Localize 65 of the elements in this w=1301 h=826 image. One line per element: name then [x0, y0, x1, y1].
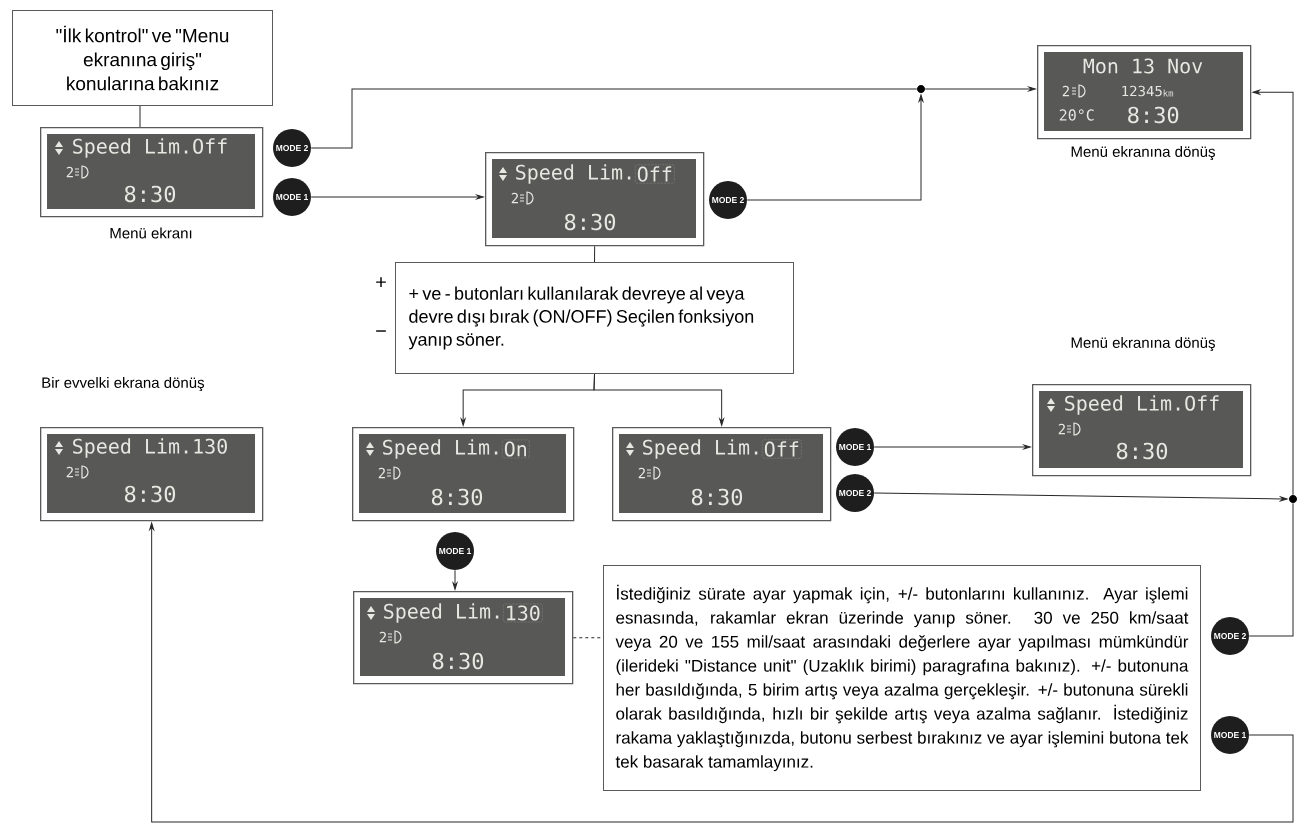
mode-button: MODE 2: [273, 129, 311, 167]
mode-button: MODE 1: [1211, 716, 1249, 754]
text-box: İstediğiniz sürate ayar yapmak için, +/- butonlarını kullanınız. Ayar işlemi esnasında, rakamlar ekran üzerinde yanıp söner. 30 ve 250 km/saat veya 20 ve 155 mil/saat arasındaki değerlere ayar yapılması mümkündür (ilerideki "Distance unit" (Uzaklık birimi) paragrafına bakınız). +/- butonuna her basıldığında, 5 birim artış veya azalma gerçekleşir. +/- butonuna sürekli olarak basıldığında, hızlı bir şekilde artış veya azalma sağlanır. İstediğiniz rakama yaklaştığınızda, butonu serbest bırakınız ve ayar işlemini butona tek tek basarak tamamlayınız.: [603, 565, 1201, 791]
display-text: 2: [66, 466, 73, 478]
mode-button: MODE 2: [709, 181, 747, 219]
display-text: Speed Lim.Off: [1065, 395, 1219, 415]
note-box: "İlk kontrol" ve "Menu ekranına giriş" konularına bakınız: [12, 10, 273, 106]
lcd-display: [352, 427, 575, 522]
display-text: 8:30: [1128, 106, 1179, 124]
screen-caption: Menü ekranına dönüş: [1071, 145, 1215, 160]
display-text: 2: [638, 467, 645, 479]
arrow: [452, 569, 458, 590]
display-text: 12345: [1122, 85, 1162, 97]
mode-button: MODE 1: [836, 428, 874, 466]
minus-sign: −: [376, 330, 386, 332]
plus-sign: +: [376, 277, 386, 287]
display-text: 2: [66, 166, 73, 178]
display-text: 2: [1062, 85, 1069, 97]
mode-button: MODE 1: [436, 532, 474, 570]
display-text: Speed Lim.: [384, 603, 499, 623]
display-text: 2: [1058, 423, 1065, 435]
blinking-value: On: [502, 439, 530, 459]
display-text: 8:30: [1116, 442, 1168, 460]
blinking-value: Off: [762, 439, 802, 459]
display-text: 2: [511, 192, 518, 204]
connector-line: [139, 105, 141, 128]
display-text: Speed Lim.: [516, 164, 631, 184]
blinking-value: 130: [503, 603, 543, 623]
display-text: km: [1163, 89, 1174, 97]
arrow: [1252, 89, 1294, 496]
display-text: 2: [379, 631, 386, 643]
display-text: 20°C: [1059, 109, 1094, 121]
display-text: 2: [378, 467, 385, 479]
display-text: 8:30: [691, 488, 743, 506]
mode-button: MODE 2: [836, 474, 874, 512]
display-text: Speed Lim.: [383, 439, 498, 459]
display-text: Speed Lim.: [643, 439, 758, 459]
screen-caption: Menü ekranına dönüş: [1071, 336, 1215, 351]
arrow: [310, 194, 484, 200]
mode-button: MODE 1: [273, 178, 311, 216]
lcd-display: [485, 152, 705, 247]
lcd-display: [353, 591, 574, 685]
connector-line: [594, 245, 596, 263]
arrow: [873, 444, 1031, 450]
screen-caption: Menü ekranı: [110, 227, 192, 239]
display-text: 8:30: [124, 185, 176, 203]
arrow: [593, 373, 725, 426]
display-text: 8:30: [432, 652, 484, 670]
connector-line: [1248, 502, 1294, 637]
display-text: Speed Lim.Off: [73, 138, 227, 158]
arrow: [873, 492, 1288, 502]
blinking-value: Off: [635, 164, 675, 184]
mode-button: MODE 2: [1211, 617, 1249, 655]
display-text: Mon 13 Nov: [1083, 58, 1203, 74]
arrow: [149, 522, 1294, 823]
display-text: 8:30: [564, 213, 616, 231]
display-text: 8:30: [431, 488, 483, 506]
lcd-display: [612, 427, 832, 522]
arrow: [746, 94, 924, 201]
arrow: [924, 86, 1036, 92]
display-text: 8:30: [124, 485, 176, 503]
display-text: Speed Lim.130: [73, 438, 227, 458]
screen-caption: Bir evvelki ekrana dönüş: [42, 376, 205, 391]
note-box: + ve - butonları kullanılarak devreye al veya devre dışı bırak (ON/OFF) Seçilen fonksiyon yanıp söner.: [395, 262, 794, 374]
connector-line: [310, 88, 918, 149]
